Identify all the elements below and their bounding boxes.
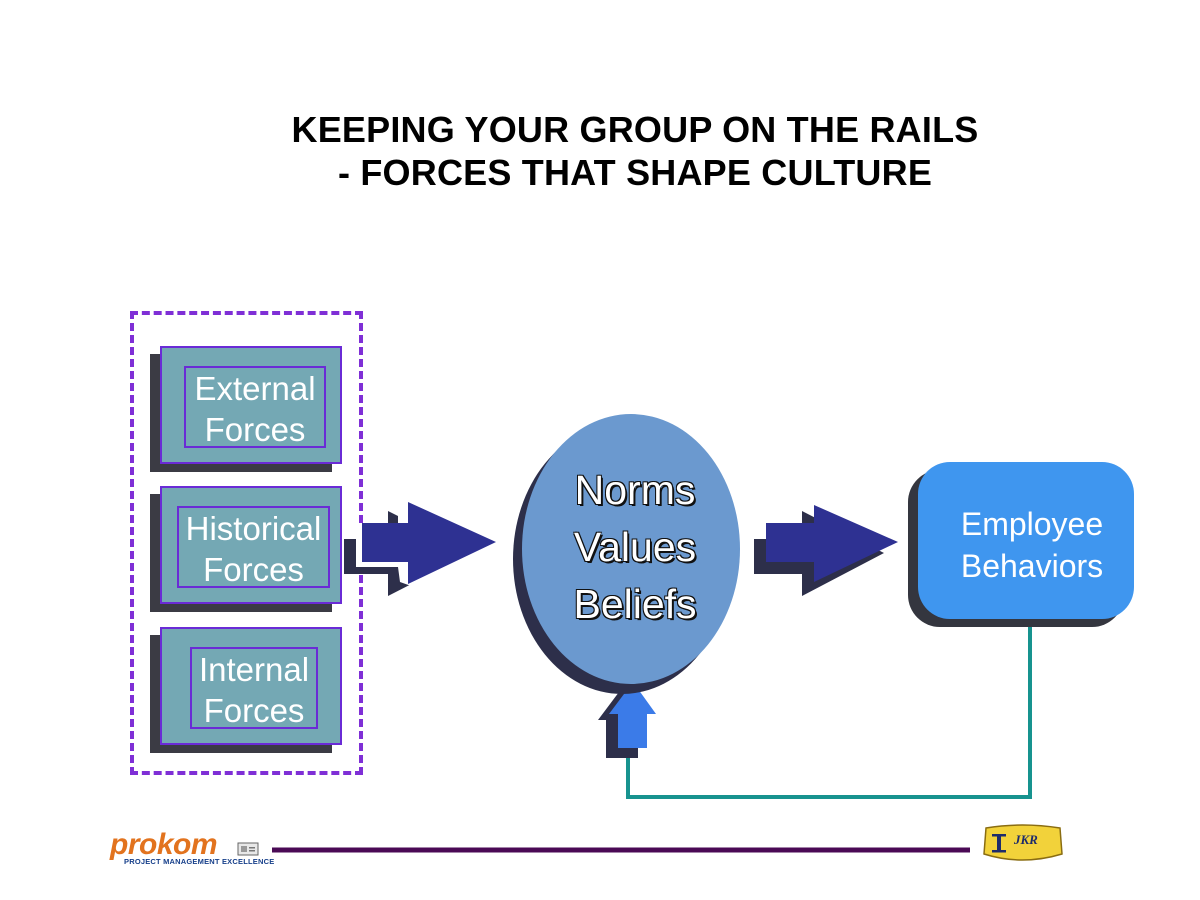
- external-forces-box: External Forces: [160, 346, 342, 464]
- arrow-forces-to-norms: [344, 502, 496, 596]
- employee-behaviors-node: [918, 462, 1134, 619]
- prokom-logo: prokom PROJECT MANAGEMENT EXCELLENCE: [110, 828, 274, 868]
- prokom-mini-emblem-icon: [237, 842, 259, 856]
- jkr-logo-text: JKR: [1014, 832, 1038, 847]
- historical-forces-label: Historical Forces: [177, 506, 330, 588]
- feedback-up-arrow: [598, 682, 656, 758]
- jkr-shield-icon: [983, 824, 1063, 861]
- employee-behaviors-label: Employee Behaviors: [960, 506, 1104, 584]
- norms-values-beliefs-node: [522, 414, 740, 684]
- prokom-tagline: PROJECT MANAGEMENT EXCELLENCE: [124, 857, 275, 866]
- external-forces-label: External Forces: [184, 366, 326, 448]
- title-line-2: - FORCES THAT SHAPE CULTURE: [337, 152, 933, 193]
- arrow-norms-to-behaviors: [754, 505, 898, 596]
- historical-forces-box: Historical Forces: [160, 486, 342, 604]
- norms-values-beliefs-label: Norms Values Beliefs: [573, 467, 697, 627]
- internal-forces-box: Internal Forces: [160, 627, 342, 745]
- jkr-logo: JKR: [982, 824, 1064, 864]
- page-title: KEEPING YOUR GROUP ON THE RAILS - FORCES…: [160, 108, 1110, 194]
- prokom-logo-word: prokom: [110, 828, 218, 861]
- feedback-line: [626, 621, 1032, 799]
- title-line-1: KEEPING YOUR GROUP ON THE RAILS: [291, 109, 979, 150]
- internal-forces-label: Internal Forces: [190, 647, 318, 729]
